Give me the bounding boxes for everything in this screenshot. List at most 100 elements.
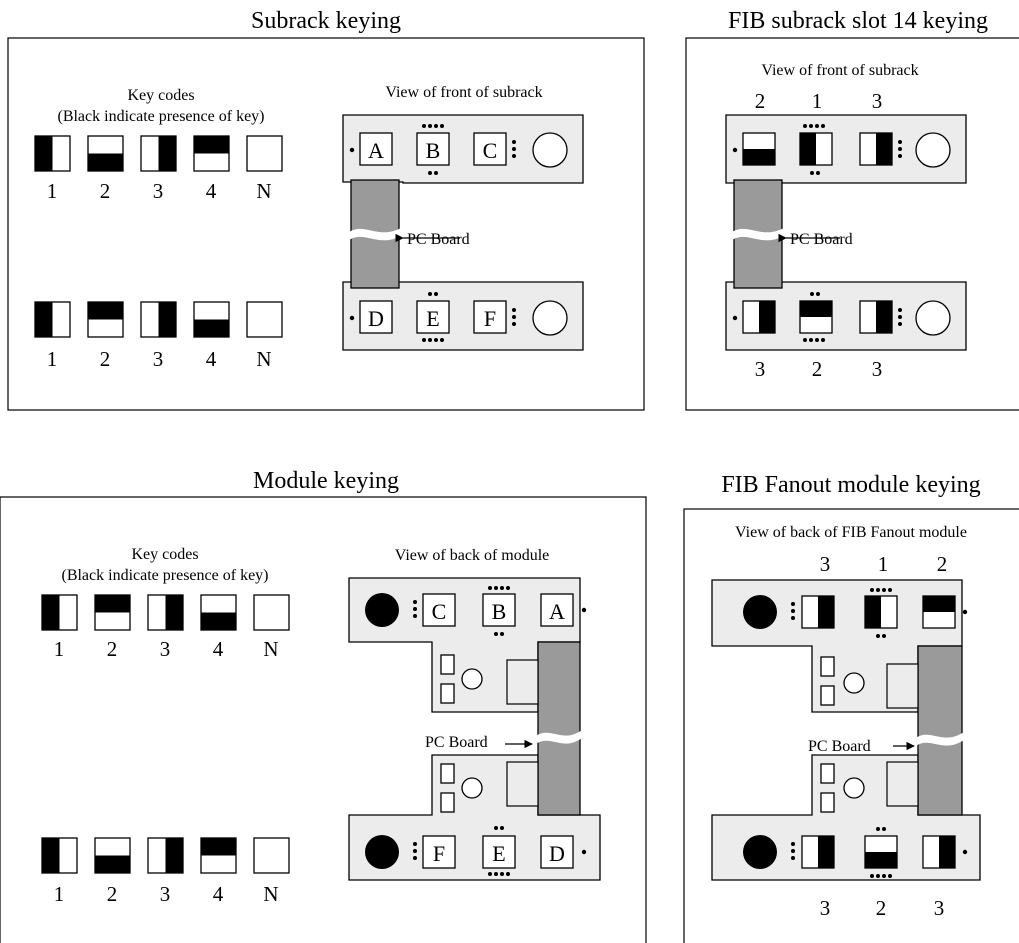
- key-code-legend-top: 1 2 3 4 N: [34, 135, 283, 203]
- key-number: 2: [100, 347, 111, 371]
- key-number: 2: [107, 882, 118, 906]
- key-number: 3: [160, 637, 171, 661]
- panel-frame: [0, 496, 647, 943]
- key-code-number: 2: [755, 89, 766, 113]
- connector-bottom: [725, 281, 967, 351]
- slot-letter: A: [549, 599, 565, 624]
- key-slot-c: [422, 593, 456, 627]
- key-codes-note: (Black indicate presence of key): [61, 567, 268, 584]
- guide-pin: [743, 595, 777, 629]
- slot-letter: F: [433, 841, 445, 866]
- key-number: 1: [47, 179, 58, 203]
- key-slot-b: [482, 593, 516, 627]
- key-code-number: 1: [812, 89, 823, 113]
- key-codes-label: Key codes: [131, 546, 198, 563]
- guide-hole: [915, 132, 951, 168]
- key-code-number: 2: [876, 896, 887, 920]
- key-code-number: 3: [872, 89, 883, 113]
- key-slot-e: [482, 835, 516, 869]
- key-codes-note: (Black indicate presence of key): [57, 108, 264, 125]
- key-codes-label: Key codes: [127, 87, 194, 104]
- guide-hole: [915, 300, 951, 336]
- pc-board-label: PC Board: [407, 231, 470, 248]
- key-number: 4: [213, 882, 224, 906]
- guide-hole: [532, 132, 568, 168]
- panel-frame: [7, 37, 645, 411]
- key-slot-e: [416, 300, 450, 334]
- key-code-n: [246, 301, 283, 338]
- connector-top: [725, 114, 967, 184]
- key-number: N: [256, 179, 271, 203]
- panel-frame: [685, 37, 1019, 411]
- fib-fanout-panel: FIB Fanout module keying View of back of…: [683, 472, 1019, 943]
- key-code-legend-bottom: 1 2 3 4 N: [41, 837, 290, 906]
- slot-letter: D: [368, 306, 384, 331]
- key-number: 1: [47, 347, 58, 371]
- panel-title: Subrack keying: [251, 8, 401, 34]
- key-slot-d: [540, 835, 574, 869]
- key-slot-d: [359, 300, 393, 334]
- key-code-number: 3: [872, 357, 883, 381]
- key-code-n: [253, 837, 290, 874]
- key-slot-f: [422, 835, 456, 869]
- key-number: 1: [54, 882, 65, 906]
- key-code-legend-bottom: 1 2 3 4 N: [34, 301, 283, 371]
- guide-hole: [532, 300, 568, 336]
- key-slot-a: [540, 593, 574, 627]
- pc-board: [537, 641, 581, 816]
- key-number: 3: [153, 179, 164, 203]
- key-slot-b: [416, 132, 450, 166]
- key-number: N: [263, 637, 278, 661]
- pc-board-label: PC Board: [790, 231, 853, 248]
- key-slot-a: [359, 132, 393, 166]
- key-code-number: 3: [755, 357, 766, 381]
- key-number: 2: [100, 179, 111, 203]
- key-number: 3: [153, 347, 164, 371]
- key-code-number: 3: [820, 552, 831, 576]
- key-code-number: 1: [878, 552, 889, 576]
- key-number: 1: [54, 637, 65, 661]
- panel-frame: [683, 508, 1019, 943]
- key-number: 4: [206, 347, 217, 371]
- guide-pin: [743, 835, 777, 869]
- module-keying-panel: Module keying Key codes (Black indicate …: [0, 468, 647, 943]
- guide-pin: [365, 835, 399, 869]
- key-code-number: 2: [937, 552, 948, 576]
- slot-letter: E: [492, 841, 505, 866]
- key-number: N: [256, 347, 271, 371]
- pc-board-label: PC Board: [425, 734, 488, 751]
- subrack-keying-panel: Subrack keying Key codes (Black indicate…: [7, 8, 645, 411]
- fib-subrack-panel: FIB subrack slot 14 keying View of front…: [685, 8, 1019, 411]
- key-number: 4: [213, 637, 224, 661]
- slot-letter: C: [483, 138, 498, 163]
- panel-title: FIB subrack slot 14 keying: [728, 8, 988, 34]
- view-label: View of front of subrack: [385, 84, 542, 101]
- guide-pin: [365, 593, 399, 627]
- slot-letter: A: [368, 138, 384, 163]
- slot-letter: E: [426, 306, 439, 331]
- key-slot-c: [473, 132, 507, 166]
- key-code-number: 2: [812, 357, 823, 381]
- key-code-number: 3: [934, 896, 945, 920]
- connector-bottom: [342, 281, 584, 351]
- panel-title: Module keying: [253, 468, 399, 494]
- view-label: View of back of module: [395, 547, 550, 564]
- key-number: 4: [206, 179, 217, 203]
- key-code-number: 3: [820, 896, 831, 920]
- slot-letter: D: [549, 841, 565, 866]
- connector-top: [342, 114, 584, 184]
- slot-letter: B: [426, 138, 441, 163]
- pc-board-label: PC Board: [808, 738, 871, 755]
- key-number: 3: [160, 882, 171, 906]
- panel-title: FIB Fanout module keying: [721, 472, 980, 498]
- slot-letter: C: [432, 599, 447, 624]
- view-label: View of back of FIB Fanout module: [735, 524, 967, 541]
- key-number: N: [263, 882, 278, 906]
- slot-letter: F: [484, 306, 496, 331]
- key-code-n: [253, 594, 290, 631]
- pc-board: [917, 645, 963, 816]
- view-label: View of front of subrack: [761, 62, 918, 79]
- key-code-n: [246, 135, 283, 172]
- slot-letter: B: [492, 599, 507, 624]
- key-code-legend-top: 1 2 3 4 N: [41, 594, 290, 661]
